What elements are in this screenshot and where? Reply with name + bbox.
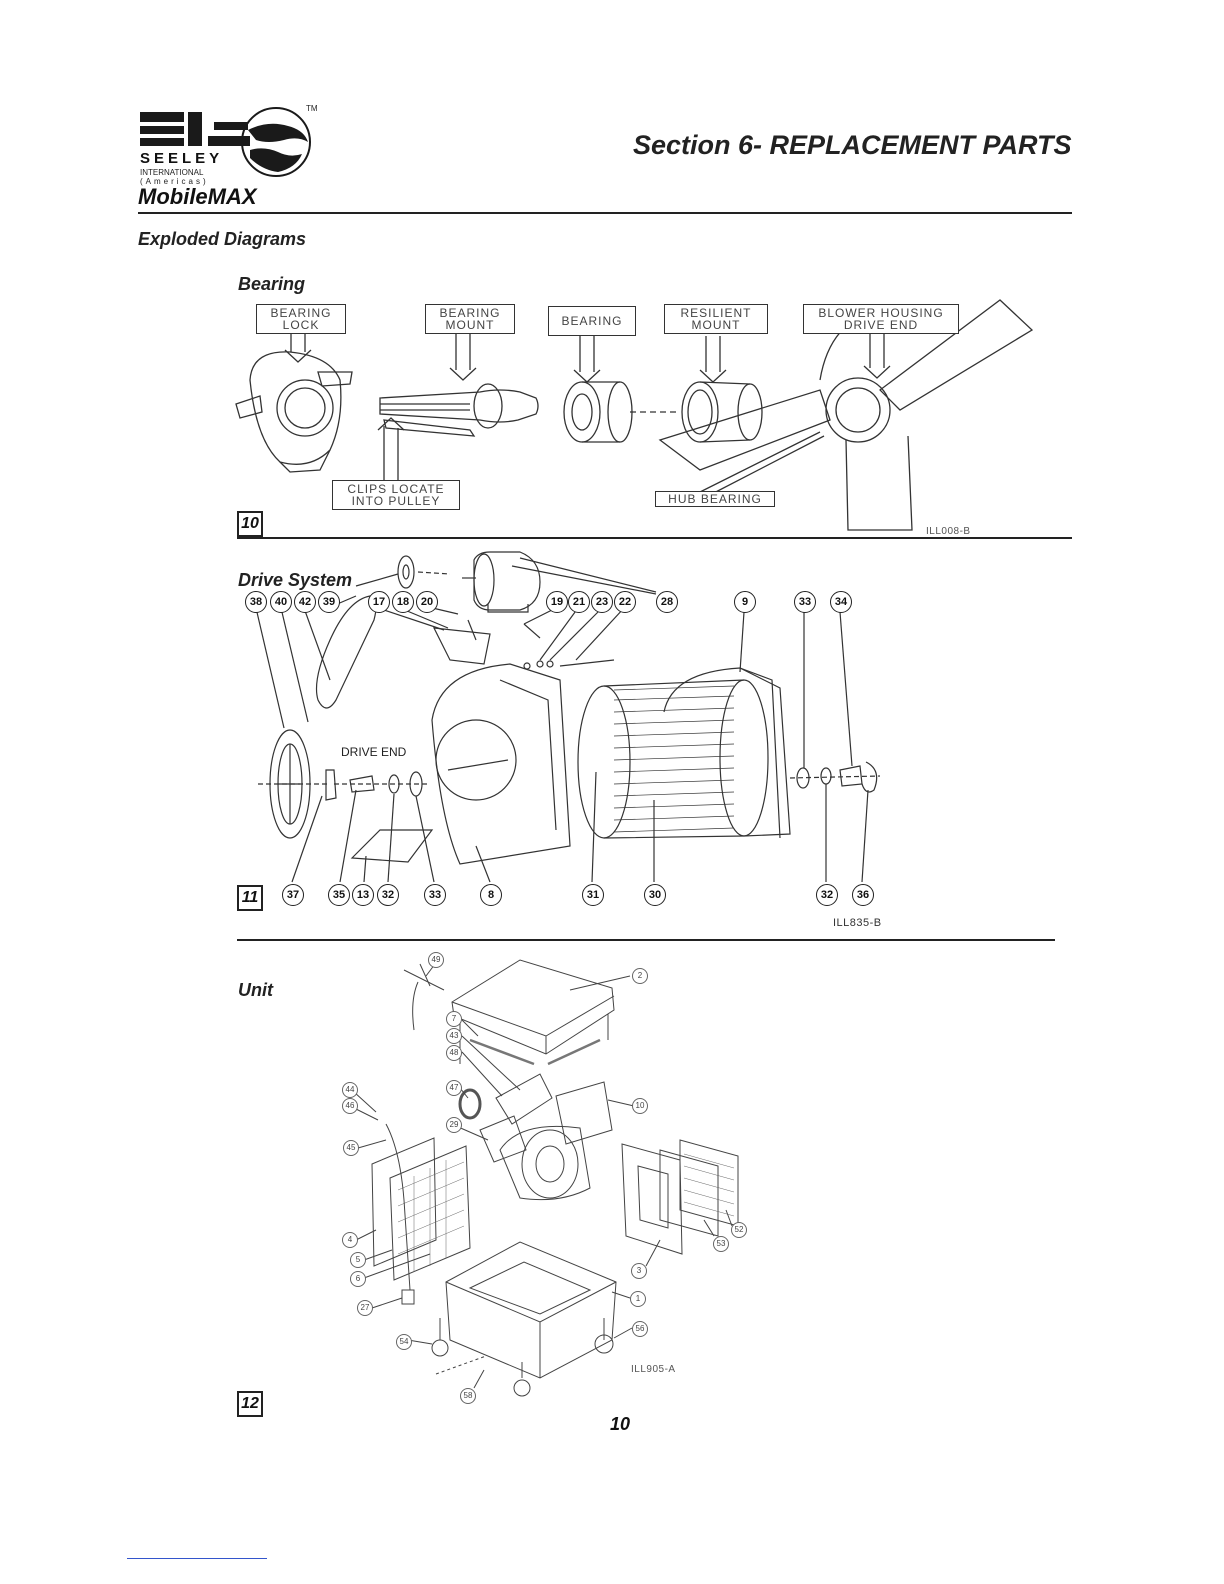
- callout-39: 39: [318, 591, 340, 613]
- callout-9: 9: [734, 591, 756, 613]
- callout-19: 19: [546, 591, 568, 613]
- callout-38: 38: [245, 591, 267, 613]
- callout-37: 37: [282, 884, 304, 906]
- callout-21: 21: [568, 591, 590, 613]
- callout-58: 58: [460, 1388, 476, 1404]
- callout-20: 20: [416, 591, 438, 613]
- footnote-rule: [127, 1558, 267, 1559]
- callout-28: 28: [656, 591, 678, 613]
- fig11-number: 11: [237, 885, 263, 911]
- fig12-heading: Unit: [238, 980, 273, 1000]
- callout-52: 52: [731, 1222, 747, 1238]
- callout-17: 17: [368, 591, 390, 613]
- callout-1: 1: [630, 1291, 646, 1307]
- callout-27: 27: [357, 1300, 373, 1316]
- fig11-code: ILL835-B: [833, 917, 882, 929]
- callout-47: 47: [446, 1080, 462, 1096]
- callout-32-right: 32: [816, 884, 838, 906]
- callout-6: 6: [350, 1271, 366, 1287]
- callout-7: 7: [446, 1011, 462, 1027]
- header-rule: [138, 212, 1072, 214]
- callout-49: 49: [428, 952, 444, 968]
- callout-5: 5: [350, 1252, 366, 1268]
- label-bearing-lock: BEARING LOCK: [256, 304, 346, 334]
- trademark: TM: [306, 104, 318, 113]
- callout-13: 13: [352, 884, 374, 906]
- callout-45: 45: [343, 1140, 359, 1156]
- label-resilient-mount: RESILIENT MOUNT: [664, 304, 768, 334]
- section-title: Section 6- REPLACEMENT PARTS: [633, 130, 1072, 160]
- fig11-heading: Drive System: [238, 570, 353, 590]
- label-bearing-mount: BEARING MOUNT: [425, 304, 515, 334]
- callout-36: 36: [852, 884, 874, 906]
- label-hub-bearing: HUB BEARING: [655, 491, 775, 507]
- page-number: 10: [610, 1414, 631, 1434]
- brand-line-international: INTERNATIONAL: [140, 168, 204, 177]
- page-subtitle: Exploded Diagrams: [138, 229, 307, 249]
- callout-53: 53: [713, 1236, 729, 1252]
- callout-34: 34: [830, 591, 852, 613]
- fig12-code: ILL905-A: [631, 1364, 676, 1375]
- callout-32-left: 32: [377, 884, 399, 906]
- callout-46: 46: [342, 1098, 358, 1114]
- drive-end-label: DRIVE END: [341, 745, 407, 759]
- callout-3: 3: [631, 1263, 647, 1279]
- fig10-number: 10: [237, 511, 263, 537]
- callout-18: 18: [392, 591, 414, 613]
- label-blower-housing: BLOWER HOUSING DRIVE END: [803, 304, 959, 334]
- callout-42: 42: [294, 591, 316, 613]
- callout-54: 54: [396, 1334, 412, 1350]
- model-name: MobileMAX: [138, 184, 257, 209]
- brand-name: SEELEY: [140, 150, 224, 167]
- callout-43: 43: [446, 1028, 462, 1044]
- fig12-number: 12: [237, 1391, 263, 1417]
- callout-48: 48: [446, 1045, 462, 1061]
- callout-40: 40: [270, 591, 292, 613]
- label-bearing: BEARING: [548, 306, 636, 336]
- callout-33-top: 33: [794, 591, 816, 613]
- callout-29: 29: [446, 1117, 462, 1133]
- fig10-code: ILL008-B: [926, 526, 971, 537]
- callout-56: 56: [632, 1321, 648, 1337]
- callout-44: 44: [342, 1082, 358, 1098]
- globe-logo-icon: [140, 107, 311, 177]
- callout-8: 8: [480, 884, 502, 906]
- callout-33-bottom: 33: [424, 884, 446, 906]
- fig11-rule: [237, 939, 1055, 941]
- label-clips: CLIPS LOCATE INTO PULLEY: [332, 480, 460, 510]
- callout-4: 4: [342, 1232, 358, 1248]
- brand-line-americas: (Americas): [140, 177, 209, 186]
- callout-22: 22: [614, 591, 636, 613]
- callout-35: 35: [328, 884, 350, 906]
- callout-23: 23: [591, 591, 613, 613]
- fig10-rule: [237, 537, 1072, 539]
- callout-30: 30: [644, 884, 666, 906]
- fig10-heading: Bearing: [238, 274, 306, 294]
- callout-10: 10: [632, 1098, 648, 1114]
- callout-2: 2: [632, 968, 648, 984]
- brand-logo: TM SEELEY INTERNATIONAL (Americas): [138, 100, 318, 200]
- callout-31: 31: [582, 884, 604, 906]
